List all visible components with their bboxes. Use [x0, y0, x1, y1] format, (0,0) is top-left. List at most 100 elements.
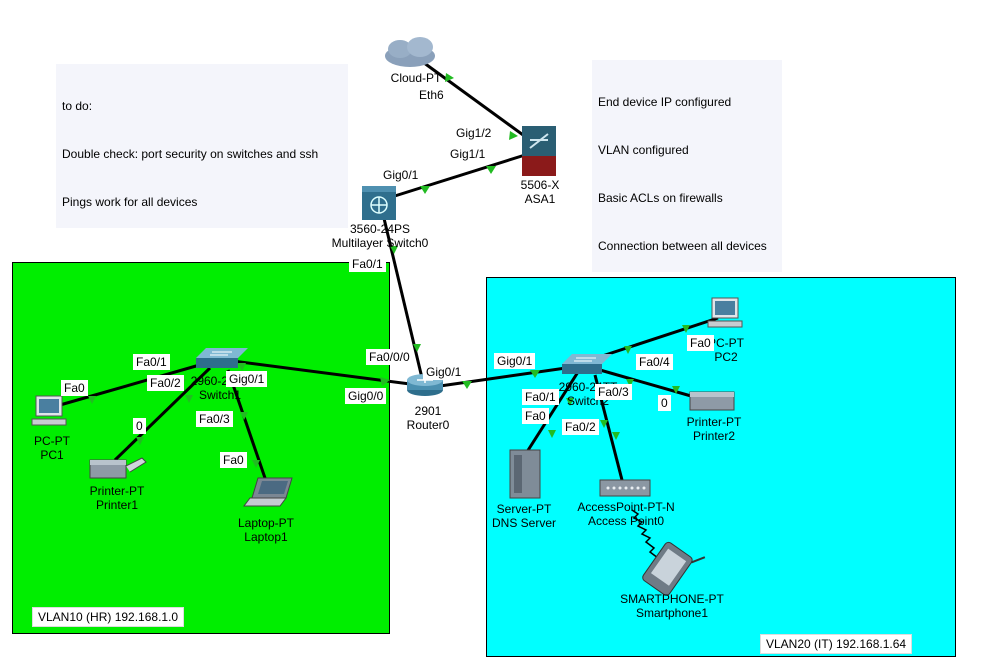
link-mlswitch-router[interactable]	[380, 209, 424, 379]
link-switch2-printer2[interactable]	[599, 368, 706, 402]
link-up-indicator	[252, 460, 260, 468]
done-note[interactable]: End device IP configured VLAN configured…	[592, 60, 782, 272]
link-up-indicator	[682, 325, 690, 333]
link-up-indicator	[566, 398, 574, 406]
link-router-switch1[interactable]	[224, 358, 411, 386]
port-label: 0	[658, 395, 671, 411]
device-label: 2901 Router0	[407, 404, 450, 432]
link-cloud-asa[interactable]	[419, 58, 531, 142]
multilayer-switch-icon[interactable]	[362, 186, 396, 220]
device-type: Cloud-PT	[390, 71, 442, 85]
device-name: Printer2	[692, 429, 736, 443]
vlan10-area	[12, 262, 390, 634]
port-label: Fa0/1	[522, 389, 559, 405]
pc-icon[interactable]	[707, 297, 743, 328]
port-label: Fa0	[687, 335, 714, 351]
link-up-indicator	[185, 395, 193, 403]
device-name: Multilayer Switch0	[331, 236, 429, 250]
todo-line: Double check: port security on switches …	[62, 147, 319, 161]
link-status	[88, 73, 690, 468]
device-name: Smartphone1	[635, 606, 709, 620]
link-up-indicator	[238, 363, 246, 371]
link-up-indicator	[626, 379, 634, 387]
device-name: Access Point0	[587, 514, 665, 528]
port-label: Fa0	[61, 380, 88, 396]
link-switch2-pc2[interactable]	[589, 316, 719, 362]
link-up-indicator	[390, 246, 398, 254]
cloud-icon[interactable]	[385, 37, 435, 67]
link-up-indicator	[672, 386, 680, 394]
device-label: AccessPoint-PT-N Access Point0	[577, 500, 674, 528]
vlan20-area	[486, 277, 956, 657]
device-name: ASA1	[524, 192, 556, 206]
device-label: 3560-24PS Multilayer Switch0	[332, 222, 429, 250]
device-name: Switch1	[198, 388, 242, 402]
device-label: Server-PT DNS Server	[492, 502, 556, 530]
port-label: Fa0/3	[196, 411, 233, 427]
done-line: Connection between all devices	[598, 239, 767, 253]
device-label: Printer-PT Printer2	[687, 415, 742, 443]
device-type: SMARTPHONE-PT	[620, 592, 724, 606]
todo-line: to do:	[62, 99, 93, 113]
todo-note[interactable]: to do: Double check: port security on sw…	[56, 64, 348, 228]
port-label: Gig0/1	[423, 364, 465, 380]
port-label: Fa0/3	[595, 384, 632, 400]
pc-icon[interactable]	[31, 395, 67, 426]
done-line: Basic ACLs on firewalls	[598, 191, 723, 205]
link-switch1-pc1[interactable]	[59, 360, 211, 407]
wireless-link	[631, 509, 659, 559]
port-label: Gig0/0	[345, 388, 387, 404]
port-label: Fa0	[220, 452, 247, 468]
device-label: PC-PT PC2	[708, 336, 744, 364]
device-name: Router0	[406, 418, 450, 432]
device-type: Printer-PT	[89, 484, 145, 498]
port-label: Gig0/1	[226, 371, 268, 387]
link-up-indicator	[413, 344, 421, 352]
port-label: Fa0/1	[349, 256, 386, 272]
port-label: Gig1/2	[453, 125, 495, 141]
device-type: 3560-24PS	[349, 222, 411, 236]
port-label: Gig0/1	[380, 167, 422, 183]
port-label: Fa0/4	[636, 354, 673, 370]
device-label: PC-PT PC1	[34, 434, 70, 462]
port-label: 0	[133, 418, 146, 434]
switch-icon[interactable]	[196, 348, 248, 368]
device-name: PC2	[714, 350, 738, 364]
link-switch1-printer1[interactable]	[113, 366, 212, 462]
device-name: Printer1	[95, 498, 139, 512]
switch-icon[interactable]	[562, 354, 612, 374]
link-up-indicator	[486, 166, 496, 174]
links	[59, 58, 719, 481]
device-name: Laptop1	[244, 530, 288, 544]
link-up-indicator	[380, 377, 390, 386]
device-type: AccessPoint-PT-N	[577, 500, 675, 514]
link-up-indicator	[509, 131, 518, 140]
port-label: Eth6	[419, 88, 444, 102]
firewall-icon[interactable]	[522, 126, 556, 176]
link-up-indicator	[88, 396, 96, 404]
port-label: Fa0/0/0	[366, 349, 413, 365]
server-icon[interactable]	[509, 449, 541, 499]
access-point-icon[interactable]	[599, 479, 651, 497]
port-label: Fa0/2	[147, 375, 184, 391]
link-up-indicator	[600, 420, 608, 428]
link-asa-mlswitch[interactable]	[381, 153, 526, 202]
device-label: 5506-X ASA1	[521, 178, 560, 206]
device-type: 5506-X	[520, 178, 560, 192]
port-label: Gig0/1	[494, 353, 536, 369]
port-label: Fa0/1	[133, 354, 170, 370]
laptop-icon[interactable]	[243, 477, 293, 507]
link-switch2-server[interactable]	[523, 371, 580, 456]
link-up-indicator	[612, 432, 620, 440]
device-name: DNS Server	[491, 516, 557, 530]
device-label: Printer-PT Printer1	[90, 484, 145, 512]
port-label: Gig1/1	[447, 146, 489, 162]
device-type: Server-PT	[496, 502, 552, 516]
printer-icon[interactable]	[89, 457, 147, 479]
port-label: Fa0/2	[562, 419, 599, 435]
printer-icon[interactable]	[689, 391, 735, 411]
device-type: 2901	[414, 404, 442, 418]
vlan10-label: VLAN10 (HR) 192.168.1.0	[32, 607, 185, 627]
smartphone-icon[interactable]	[641, 534, 706, 601]
